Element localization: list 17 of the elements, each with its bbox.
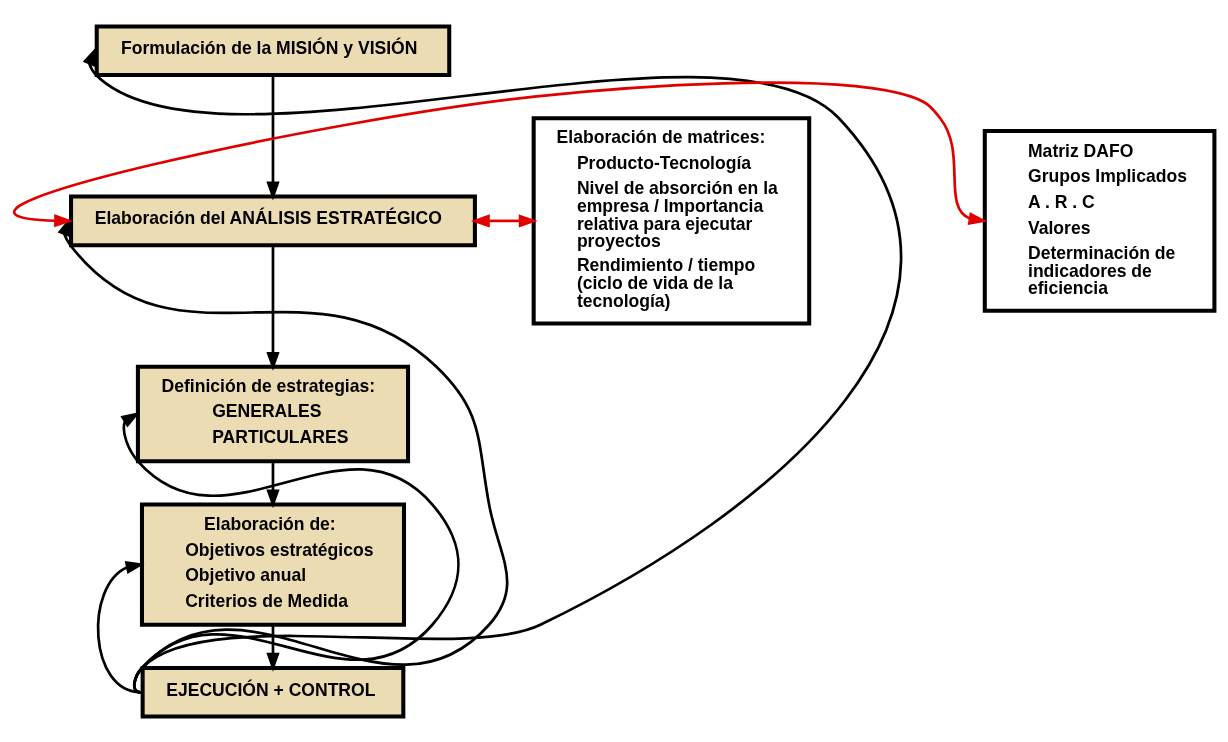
arrow bbox=[266, 74, 280, 201]
arrow bbox=[120, 411, 460, 693]
node-box: Matriz DAFO Grupos Implicados A . R . C Valores Determinación de indicadores de eficiencia bbox=[982, 128, 1217, 313]
arrow bbox=[82, 46, 902, 693]
arrow bbox=[57, 216, 509, 693]
arrow bbox=[470, 213, 538, 228]
node-box: Elaboración de: Objetivos estratégicos Objetivo anual Criterios de Medida bbox=[139, 502, 407, 627]
arrow bbox=[266, 624, 280, 672]
node-box: Formulación de la MISIÓN y VISIÓN bbox=[94, 23, 452, 77]
arrow bbox=[15, 80, 988, 227]
node-box: Definición de estrategias: GENERALES PARTICULARES bbox=[135, 364, 411, 463]
arrow bbox=[96, 560, 145, 694]
node-box: Elaboración del ANÁLISIS ESTRATÉGICO bbox=[69, 194, 477, 247]
node-box: EJECUCIÓN + CONTROL bbox=[140, 665, 406, 719]
arrow bbox=[266, 244, 280, 371]
node-box: Elaboración de matrices: Producto-Tecnología Nivel de absorción en la empresa / Importancia relativa para ejecutar proyectos Rendimiento / tiempo (ciclo de vida de la tecnología) bbox=[531, 115, 812, 326]
arrow bbox=[266, 460, 280, 508]
